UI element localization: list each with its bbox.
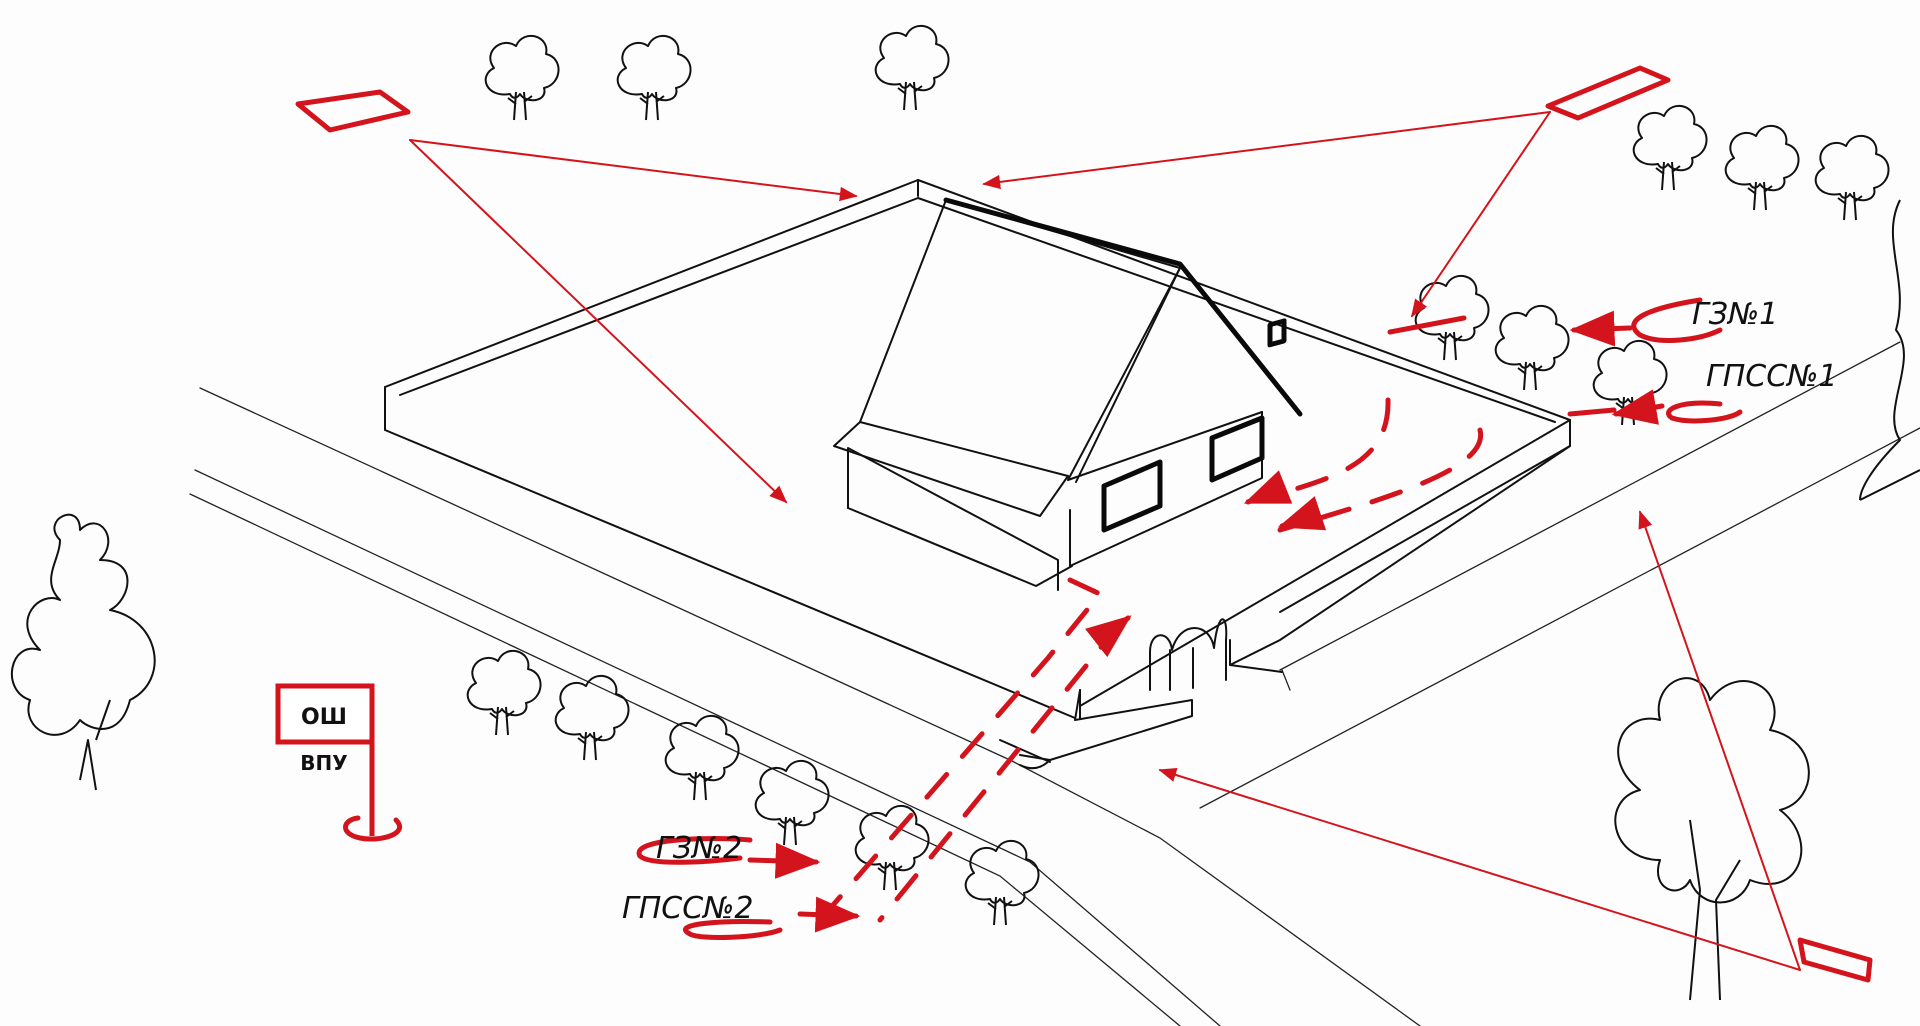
label-gz2: ГЗ№2 [656, 831, 742, 866]
road-lines [189, 341, 1920, 1026]
courtyard-fence [384, 179, 1571, 770]
flag-label-top: ОШ [301, 705, 347, 730]
tree-icon [754, 759, 830, 846]
sight-arrows [409, 111, 1801, 971]
trees-right [1414, 104, 1920, 501]
tree-icon [1724, 124, 1800, 211]
trees-left [11, 513, 156, 791]
tree-icon [964, 839, 1040, 926]
trees-bottom [466, 649, 1040, 926]
tree-icon [664, 714, 740, 801]
tree-bottom-right [1614, 677, 1810, 1001]
tree-icon [484, 34, 560, 121]
label-gpss2: ГПСС№2 [622, 891, 753, 926]
tree-icon [1814, 134, 1890, 221]
tree-icon [554, 674, 630, 761]
movement-routes [817, 397, 1484, 923]
tree-icon [874, 24, 950, 111]
tree-icon [466, 649, 542, 736]
label-gz1: ГЗ№1 [1692, 297, 1778, 332]
trees-top [484, 24, 950, 121]
observation-post-icon [295, 65, 1873, 983]
tree-icon [1494, 304, 1570, 391]
command-flag-icon: ОШ ВПУ [275, 683, 402, 842]
house-icon [833, 197, 1303, 591]
flag-label-bottom: ВПУ [300, 751, 347, 775]
tree-icon [1632, 104, 1708, 191]
group-markers [636, 297, 1743, 940]
tree-icon [616, 34, 692, 121]
label-gpss1: ГПСС№1 [1706, 359, 1837, 394]
